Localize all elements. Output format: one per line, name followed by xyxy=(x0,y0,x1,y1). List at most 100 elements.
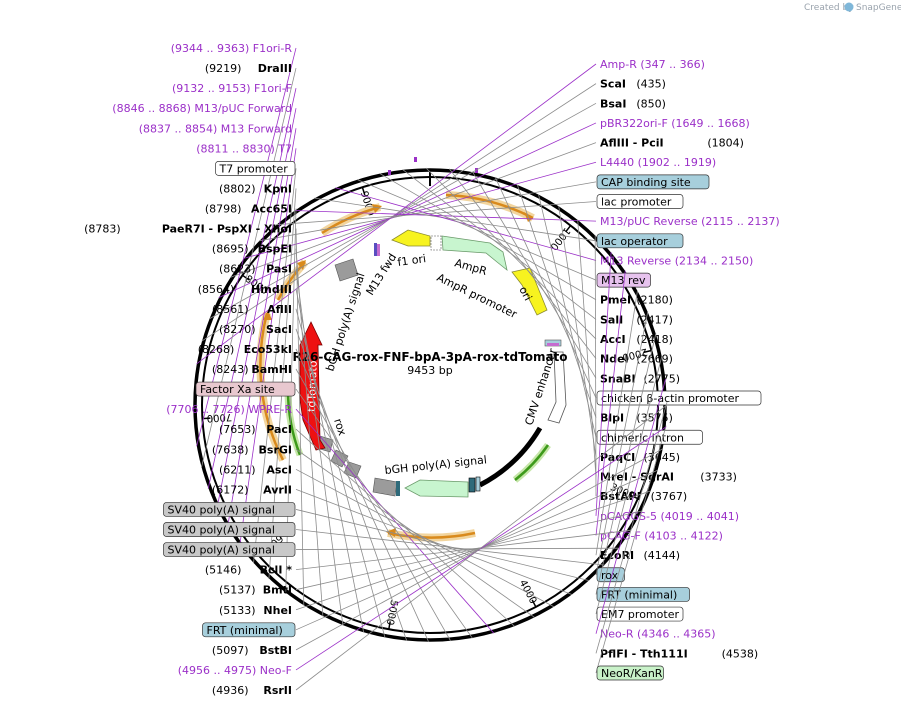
chicken-beta-actin-promoter-arc xyxy=(480,428,540,485)
m13-rev-feature xyxy=(547,343,559,346)
site-position: (8783) xyxy=(84,223,121,236)
leader-line xyxy=(296,369,451,641)
site-name: AvrII xyxy=(263,483,292,496)
site-name: SacI xyxy=(266,323,292,336)
ampr-promoter-feature xyxy=(431,236,441,250)
site-position: (850) xyxy=(636,97,666,110)
feature-text: NeoR/KanR xyxy=(601,667,663,680)
feature-text: Factor Xa site xyxy=(200,383,275,396)
site-position: (7653) xyxy=(219,423,256,436)
primer-text: (4956 .. 4975) Neo-F xyxy=(178,664,292,677)
feature-label[interactable]: SV40 poly(A) signal xyxy=(164,543,619,557)
site-name: BstBI xyxy=(259,644,292,657)
primer-text: M13/pUC Reverse (2115 .. 2137) xyxy=(600,215,780,228)
site-position: (2180) xyxy=(636,294,673,307)
primer-text: (8811 .. 8830) T7 xyxy=(196,142,292,155)
site-name: AflIII - PciI xyxy=(600,137,664,150)
leader-line xyxy=(595,235,596,496)
primer-text: Neo-R (4346 .. 4365) xyxy=(600,628,716,641)
site-position: (3767) xyxy=(651,490,688,503)
site-name: NdeI xyxy=(600,353,629,366)
site-position: (2417) xyxy=(636,313,673,326)
site-name: Eco53kI xyxy=(244,343,292,356)
site-position: (5097) xyxy=(212,644,249,657)
site-position: (8802) xyxy=(219,182,256,195)
site-name: BclI * xyxy=(260,564,293,577)
primer-text: (8837 .. 8854) M13 Forward xyxy=(139,122,292,135)
primer-text: pBR322ori-F (1649 .. 1668) xyxy=(600,117,750,130)
site-position: (8270) xyxy=(219,323,256,336)
plasmid-length: 9453 bp xyxy=(407,364,452,377)
site-position: (8623) xyxy=(219,263,256,276)
site-position: (8564) xyxy=(198,283,235,296)
ampr-promoter-label: AmpR promoter xyxy=(435,271,520,321)
primer-text: M13 Reverse (2134 .. 2150) xyxy=(600,254,753,267)
primer-text: (9132 .. 9153) F1ori-F xyxy=(172,82,292,95)
site-position: (7638) xyxy=(212,443,249,456)
feature-text: lac promoter xyxy=(601,196,672,209)
site-name: PaeR7I - PspXI - XhoI xyxy=(162,223,292,236)
frt-feature xyxy=(476,477,480,491)
site-name: KpnI xyxy=(264,182,292,195)
primer-label[interactable]: M13/pUC Reverse (2115 .. 2137) xyxy=(295,211,780,229)
site-position: (8695) xyxy=(212,243,249,256)
primer-text: (7706 .. 7726) WPRE-R xyxy=(166,403,292,416)
site-name: AccI xyxy=(600,333,626,346)
site-name: BsaI xyxy=(600,97,626,110)
site-position: (3645) xyxy=(644,451,681,464)
credit-brand: SnapGene xyxy=(856,3,901,13)
plasmid-name: R26-CAG-rox-FNF-bpA-3pA-rox-tdTomato xyxy=(292,350,567,364)
site-name: BsrGI xyxy=(259,443,292,456)
site-name: PflFI - Tth111I xyxy=(600,647,688,660)
feature-text: SV40 poly(A) signal xyxy=(168,503,275,516)
site-position: (4538) xyxy=(722,647,759,660)
leader-line xyxy=(296,289,364,633)
site-position: (8798) xyxy=(205,203,242,216)
feature-text: lac operator xyxy=(601,235,668,248)
snapgene-logo-icon xyxy=(845,3,854,12)
site-position: (4936) xyxy=(212,684,249,697)
primer-text: Amp-R (347 .. 366) xyxy=(600,58,705,71)
f1-ori-arrow xyxy=(392,230,430,246)
orf-halo xyxy=(446,195,533,218)
feature-text: chicken β-actin promoter xyxy=(601,392,739,405)
site-position: (8268) xyxy=(198,343,235,356)
neor-kanr-arrow xyxy=(405,480,468,497)
m13-fwd-feature xyxy=(374,243,377,256)
site-position: (2775) xyxy=(644,372,681,385)
primer-text: L4440 (1902 .. 1919) xyxy=(600,156,716,169)
site-name: NheI xyxy=(263,604,292,617)
ampr-label: AmpR xyxy=(453,256,489,278)
scale-tick-label: 4000 xyxy=(517,578,539,606)
site-name: BspEI xyxy=(258,243,292,256)
site-position: (1804) xyxy=(707,137,744,150)
site-name: PmeI xyxy=(600,294,631,307)
site-name: BmtI xyxy=(263,584,292,597)
bgh-polya-bottom-label: bGH poly(A) signal xyxy=(384,453,487,477)
f1-ori-label: f1 ori xyxy=(397,252,427,269)
credit: Created by SnapGene xyxy=(804,3,901,14)
site-name: PasI xyxy=(266,263,292,276)
rox-feature xyxy=(469,478,475,492)
site-name: HindIII xyxy=(251,283,292,296)
site-name: AflII xyxy=(267,303,292,316)
site-position: (4144) xyxy=(644,549,681,562)
site-name: RsrII xyxy=(263,684,292,697)
primer-mark xyxy=(388,170,391,175)
feature-text: SV40 poly(A) signal xyxy=(168,544,275,557)
site-position: (2669) xyxy=(636,353,673,366)
site-name: DraIII xyxy=(258,62,292,75)
site-position: (3733) xyxy=(700,471,737,484)
site-position: (5133) xyxy=(219,604,256,617)
primer-text: (9344 .. 9363) F1ori-R xyxy=(171,42,293,55)
feature-text: FRT (minimal) xyxy=(207,624,283,637)
site-position: (9219) xyxy=(205,62,242,75)
site-position: (5137) xyxy=(219,584,256,597)
site-name: BamHI xyxy=(251,363,292,376)
site-position: (8243) xyxy=(212,363,249,376)
site-name: Acc65I xyxy=(251,203,292,216)
site-position: (6211) xyxy=(219,463,256,476)
feature-text: rox xyxy=(601,569,619,582)
site-position: (6172) xyxy=(212,483,249,496)
